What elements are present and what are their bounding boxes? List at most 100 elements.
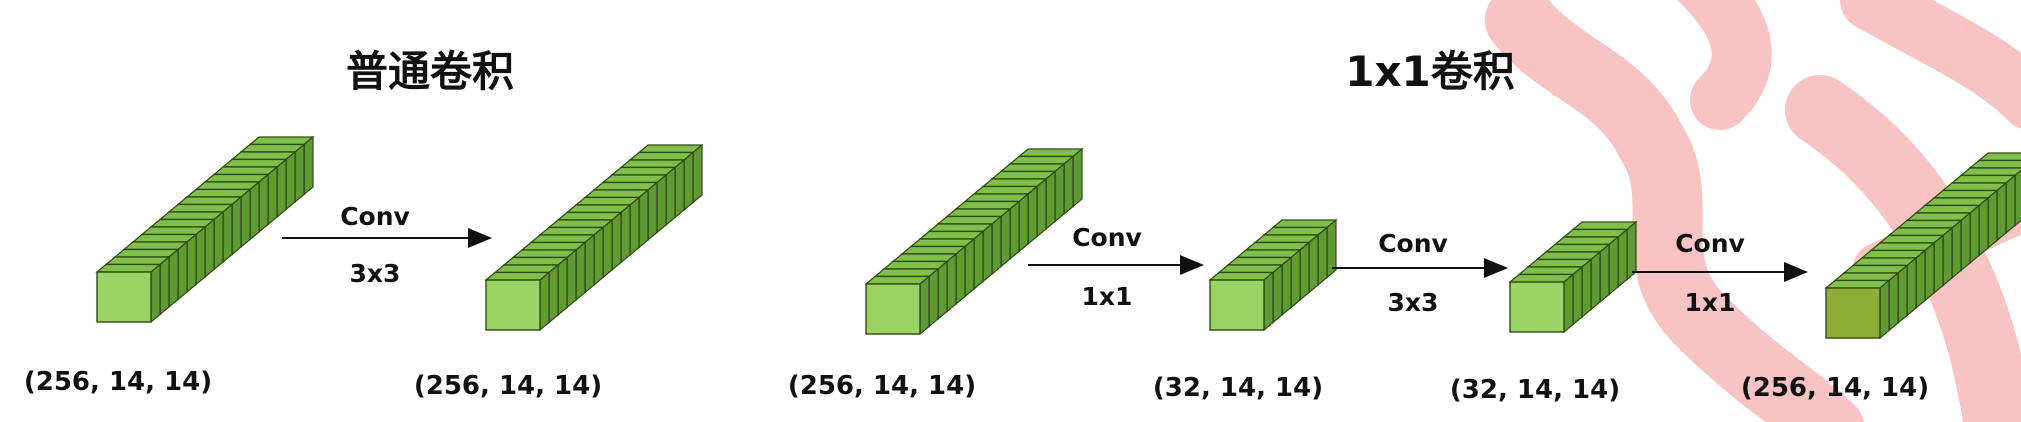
op-name-pointwise-1: Conv <box>1072 223 1142 252</box>
slice-face <box>1825 287 1881 339</box>
slice-top <box>140 226 207 236</box>
slice-side <box>620 203 631 264</box>
slice-top <box>583 189 650 199</box>
slice-top <box>909 238 976 248</box>
slice-top <box>493 264 560 274</box>
slice-top <box>1562 228 1629 238</box>
slice-face <box>1209 279 1265 331</box>
slice-side <box>1308 233 1319 294</box>
slice-top <box>936 215 1003 225</box>
op-kernel-pointwise-3: 1x1 <box>1685 288 1736 317</box>
title-pointwise-conv: 1x1卷积 <box>1345 47 1515 96</box>
slice-side <box>159 255 170 316</box>
slice-top <box>1950 174 2017 184</box>
slice-side <box>919 275 930 336</box>
slice-side <box>285 150 296 211</box>
slice-side <box>937 260 948 321</box>
op-kernel-normal: 3x3 <box>350 259 401 288</box>
slice-side <box>1924 241 1935 302</box>
slice-side <box>638 188 649 249</box>
slice-side <box>204 218 215 279</box>
slice-side <box>1045 170 1056 231</box>
slice-side <box>1996 181 2007 242</box>
slice-side <box>1915 249 1926 310</box>
slice-top <box>1508 273 1575 283</box>
slice-side <box>267 165 278 226</box>
tensor-slice <box>864 275 931 336</box>
slice-side <box>647 181 658 242</box>
slice-side <box>1063 155 1074 216</box>
slice-side <box>1272 263 1283 324</box>
slice-side <box>1072 147 1083 208</box>
slice-top <box>529 234 596 244</box>
slice-side <box>294 143 305 204</box>
slice-side <box>1951 219 1962 280</box>
tensor-slice <box>1508 273 1575 334</box>
slice-side <box>1572 265 1583 326</box>
slice-top <box>592 181 659 191</box>
slice-top <box>1824 279 1891 289</box>
slice-top <box>185 188 252 198</box>
slice-top <box>104 256 171 266</box>
tensor-block-pointwise-input <box>864 147 1084 336</box>
slice-side <box>1018 192 1029 253</box>
slice-side <box>1290 248 1301 309</box>
slice-top <box>1968 159 2021 169</box>
slice-side <box>231 195 242 256</box>
slice-side <box>946 252 957 313</box>
slice-top <box>131 233 198 243</box>
slice-side <box>1563 273 1574 334</box>
tensor-slice <box>484 271 551 332</box>
tensor-block-pointwise-mid-1 <box>1208 218 1338 332</box>
slice-side <box>1897 264 1908 325</box>
slice-side <box>692 143 703 204</box>
slice-side <box>973 230 984 291</box>
slice-top <box>990 170 1057 180</box>
slice-side <box>557 256 568 317</box>
slice-top <box>230 151 297 161</box>
slice-top <box>1887 227 1954 237</box>
slice-side <box>1942 226 1953 287</box>
slice-top <box>1553 236 1620 246</box>
slice-top <box>502 256 569 266</box>
slice-top <box>194 181 261 191</box>
slice-side <box>611 211 622 272</box>
slice-side <box>276 158 287 219</box>
slice-top <box>1226 256 1293 266</box>
slice-top <box>1517 266 1584 276</box>
slice-top <box>1571 221 1638 231</box>
slice-side <box>964 237 975 298</box>
slice-side <box>1978 196 1989 257</box>
slice-side <box>548 263 559 324</box>
tensor-block-normal-input <box>95 135 315 324</box>
slice-side <box>195 225 206 286</box>
slice-top <box>1526 258 1593 268</box>
slice-side <box>249 180 260 241</box>
slice-top <box>1860 249 1927 259</box>
tensor-slice <box>95 263 162 324</box>
slice-top <box>1851 257 1918 267</box>
slice-side <box>2005 174 2016 235</box>
slice-side <box>1987 189 1998 250</box>
slice-top <box>574 196 641 206</box>
slice-top <box>1959 167 2021 177</box>
slice-side <box>1906 256 1917 317</box>
slice-side <box>991 215 1002 276</box>
slice-top <box>113 248 180 258</box>
slice-top <box>891 253 958 263</box>
slice-top <box>1535 251 1602 261</box>
slice-top <box>520 241 587 251</box>
slice-top <box>203 173 270 183</box>
slice-top <box>1905 212 1972 222</box>
slice-top <box>900 245 967 255</box>
slice-face <box>96 271 152 323</box>
slice-side <box>1879 279 1890 340</box>
shape-label-normal-output: (256, 14, 14) <box>414 371 602 401</box>
slice-top <box>981 178 1048 188</box>
slice-side <box>1960 211 1971 272</box>
slice-top <box>1842 264 1909 274</box>
slice-top <box>637 144 704 154</box>
slice-top <box>221 158 288 168</box>
slice-side <box>303 135 314 196</box>
